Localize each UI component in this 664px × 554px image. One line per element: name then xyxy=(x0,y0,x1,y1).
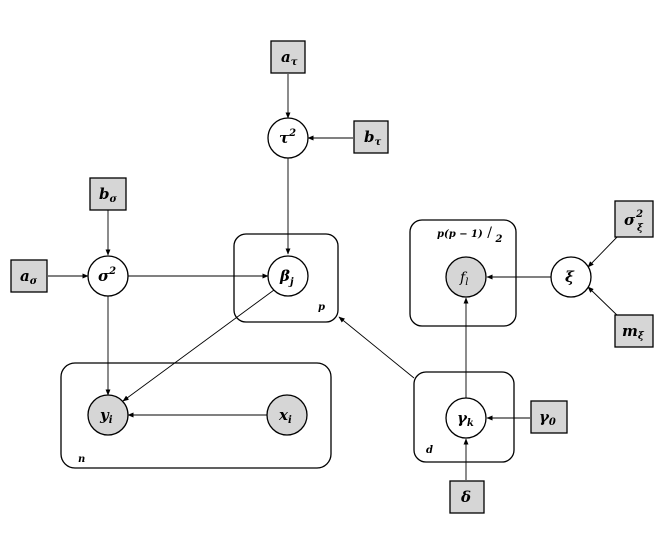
plate-pairs-label: p(p − 1) / 2 xyxy=(437,225,502,245)
node-f_l: fl xyxy=(445,256,487,298)
plate-d-label: d xyxy=(426,445,433,456)
svg-text:bσ: bσ xyxy=(99,185,118,205)
svg-text:mξ: mξ xyxy=(622,322,645,342)
svg-text:σ2: σ2 xyxy=(98,266,116,285)
svg-text:τ2: τ2 xyxy=(279,128,296,147)
node-xi: ξ xyxy=(550,256,592,298)
svg-text:γk: γk xyxy=(457,409,474,429)
svg-text:yi: yi xyxy=(99,406,113,426)
svg-text:xi: xi xyxy=(278,406,292,426)
node-gamma_0: γ0 xyxy=(530,400,568,434)
plate-n xyxy=(60,362,332,469)
svg-text:bτ: bτ xyxy=(364,128,382,148)
edge-d-plate-p xyxy=(338,316,415,379)
edge-beta_j-y_i xyxy=(122,289,275,402)
node-gamma_k: γk xyxy=(445,397,487,439)
svg-text:βj: βj xyxy=(279,267,294,288)
node-beta_j: βj xyxy=(267,255,309,297)
plate-pairs xyxy=(409,219,517,327)
node-m_xi: mξ xyxy=(614,314,654,348)
edge-sigma_xi2-xi xyxy=(587,234,620,268)
plate-p xyxy=(233,233,339,323)
plate-d xyxy=(413,371,515,463)
node-delta: δ xyxy=(449,480,485,514)
svg-text:ξ: ξ xyxy=(565,268,575,286)
node-y_i: yi xyxy=(87,394,129,436)
node-a_sigma: aσ xyxy=(10,259,48,293)
edge-m_xi-xi xyxy=(587,286,621,319)
plate-p-label: p xyxy=(318,302,325,313)
svg-text:σ2ξ: σ2ξ xyxy=(624,209,644,234)
svg-text:aσ: aσ xyxy=(20,267,38,287)
node-sigma2: σ2 xyxy=(87,255,129,297)
plate-n-label: n xyxy=(78,454,85,465)
svg-text:γ0: γ0 xyxy=(539,408,556,428)
svg-text:fl: fl xyxy=(459,270,468,288)
svg-text:δ: δ xyxy=(460,488,471,506)
node-a_tau: aτ xyxy=(270,40,306,74)
node-x_i: xi xyxy=(266,394,308,436)
svg-text:aτ: aτ xyxy=(281,48,298,68)
node-tau2: τ2 xyxy=(267,117,309,159)
node-b_sigma: bσ xyxy=(89,177,127,211)
node-b_tau: bτ xyxy=(353,120,389,154)
